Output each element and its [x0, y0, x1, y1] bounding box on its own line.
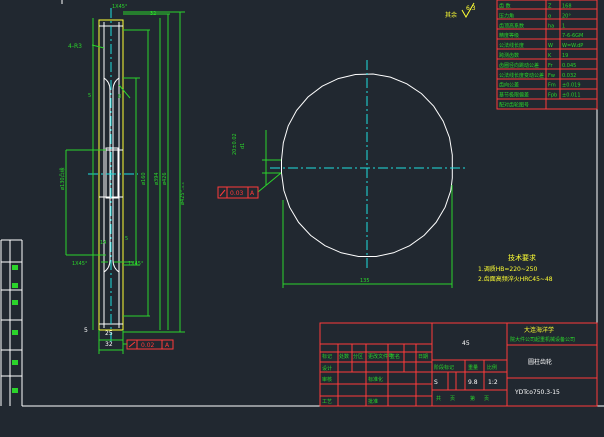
param-label: 压力角: [499, 12, 514, 19]
keyway-fit-label: d1: [240, 143, 246, 149]
header-count: 处数: [339, 353, 349, 360]
sheet-total-label: 共: [436, 395, 441, 402]
dim-32-label: 32: [105, 341, 113, 348]
param-symbol: ha: [548, 23, 554, 29]
section-dimensions: [65, 11, 185, 354]
param-symbol: Fm: [548, 83, 556, 89]
gear-section-view: [88, 8, 138, 345]
runout-front-ref: A: [250, 190, 255, 197]
param-label: 齿向公差: [499, 82, 519, 89]
runout-side-ref: A: [165, 342, 170, 349]
notes-line-2: 2.齿面高频淬火HRC45~48: [478, 275, 553, 283]
param-symbol: Fr: [548, 63, 554, 69]
sheet-index-label: 第: [470, 395, 475, 402]
param-label: 配对齿轮图号: [499, 102, 529, 109]
fillet-label: 4-R3: [68, 43, 82, 50]
small-14-label: 14: [100, 240, 106, 246]
param-table-grid: [496, 0, 598, 110]
surface-finish-value: 6.3: [466, 5, 476, 12]
stage-header: 阶段标记: [434, 364, 454, 371]
title-block-grid: [319, 322, 598, 407]
dim-25-label: 25: [105, 330, 113, 337]
weight-header: 重量: [468, 364, 478, 371]
header-sign: 签名: [390, 353, 400, 360]
param-symbol: Fw: [548, 73, 555, 79]
chamfer-bottom-left: 1X45°: [72, 261, 88, 267]
sheet-index-unit: 页: [484, 396, 489, 402]
runout-side-frame: [123, 339, 174, 350]
param-label: 跨测齿数: [499, 52, 519, 59]
dim-5-label: 5: [84, 327, 88, 334]
param-value: 1: [562, 23, 565, 29]
param-symbol: W: [548, 43, 553, 49]
stage-value: S: [434, 379, 438, 386]
param-label: 齿 数: [499, 3, 511, 10]
surface-finish-label: 其余: [445, 11, 457, 19]
surface-finish-symbol: [461, 2, 475, 19]
param-value: 0.032: [562, 73, 576, 79]
left-binding-strip: [1, 240, 22, 406]
front-dimensions: [257, 130, 453, 288]
param-symbol: K: [548, 53, 552, 59]
param-label: 精度等级: [499, 32, 519, 39]
scale-header: 比例: [487, 364, 497, 371]
gear-front-view: [270, 60, 465, 270]
sheet-total-unit: 页: [450, 396, 455, 402]
mark-right: 8: [118, 94, 121, 100]
material-value: 45: [462, 340, 470, 347]
dim-135-label: 135: [360, 278, 370, 284]
param-value: 168: [562, 4, 572, 10]
header-date: 日期: [418, 354, 428, 360]
param-value: W=W.dP: [562, 43, 583, 49]
param-label: 基节极限偏差: [499, 92, 529, 99]
param-symbol: Z: [548, 4, 552, 10]
runout-front-value: 0.03: [230, 190, 244, 197]
param-value: 7-6-6GM: [562, 33, 583, 39]
hub-diameter-label: ø130凸缘: [59, 167, 66, 190]
param-value: ±0.011: [562, 93, 581, 99]
notes-title: 技术要求: [508, 253, 536, 262]
mid-label-standard: 标准化: [368, 376, 383, 383]
param-value: 20°: [562, 13, 571, 19]
notes-line-1: 1.调质HB=220~250: [478, 265, 537, 273]
row-label-process: 工艺: [322, 399, 332, 405]
param-value: ±0.019: [562, 83, 581, 89]
header-zone: 分区: [353, 353, 363, 360]
chamfer-bottom-right: 1X45°: [128, 261, 144, 267]
runout-side-value: 0.02: [141, 342, 155, 349]
dia-394-label: ø394: [154, 172, 160, 185]
param-symbol: α: [548, 13, 552, 19]
row-label-design: 设计: [322, 365, 332, 372]
company-line-2: 院大件公司起重机械设备公司: [510, 336, 575, 343]
top-chamfer-label: 1X45°: [112, 4, 128, 10]
runout-front-frame: [217, 186, 259, 199]
weight-value: 9.8: [468, 379, 478, 386]
param-value: 19: [562, 53, 568, 59]
header-mark: 标记: [322, 353, 332, 360]
row-label-review: 审核: [322, 376, 332, 383]
top-small-dim: 32: [150, 11, 156, 17]
drawing-name: 圆柱齿轮: [528, 358, 552, 366]
param-label: 齿顶高系数: [499, 22, 524, 29]
scale-value: 1:2: [488, 379, 498, 386]
mid-label-approve: 批准: [368, 398, 378, 405]
keyway-dim-label: 20±0.02: [232, 133, 238, 155]
param-label: 公法线长度变动公差: [499, 72, 544, 79]
outer-diameter-label: ø425⁰₋₀.₁: [180, 182, 186, 205]
small-5-label: 5: [125, 236, 128, 242]
header-change-doc: 更改文件号: [368, 353, 393, 360]
param-symbol: Fpb: [548, 93, 557, 99]
dia-160-label: ø160: [141, 172, 147, 185]
param-table-rows: 齿 数 Z 168 压力角 α 20° 齿顶高系数 ha 1 精度等级 7-6-6GM 公法线长度 W W…: [499, 3, 583, 109]
param-label: 齿圈径向跳动公差: [499, 62, 539, 69]
param-label: 公法线长度: [499, 42, 524, 49]
company-line-1: 大连海洋学: [524, 326, 554, 334]
param-value: 0.045: [562, 63, 576, 69]
dia-426-label: ø426: [162, 172, 168, 185]
drawing-number: YDTco750.3-15: [514, 389, 560, 396]
mark-left: 5: [88, 93, 91, 99]
